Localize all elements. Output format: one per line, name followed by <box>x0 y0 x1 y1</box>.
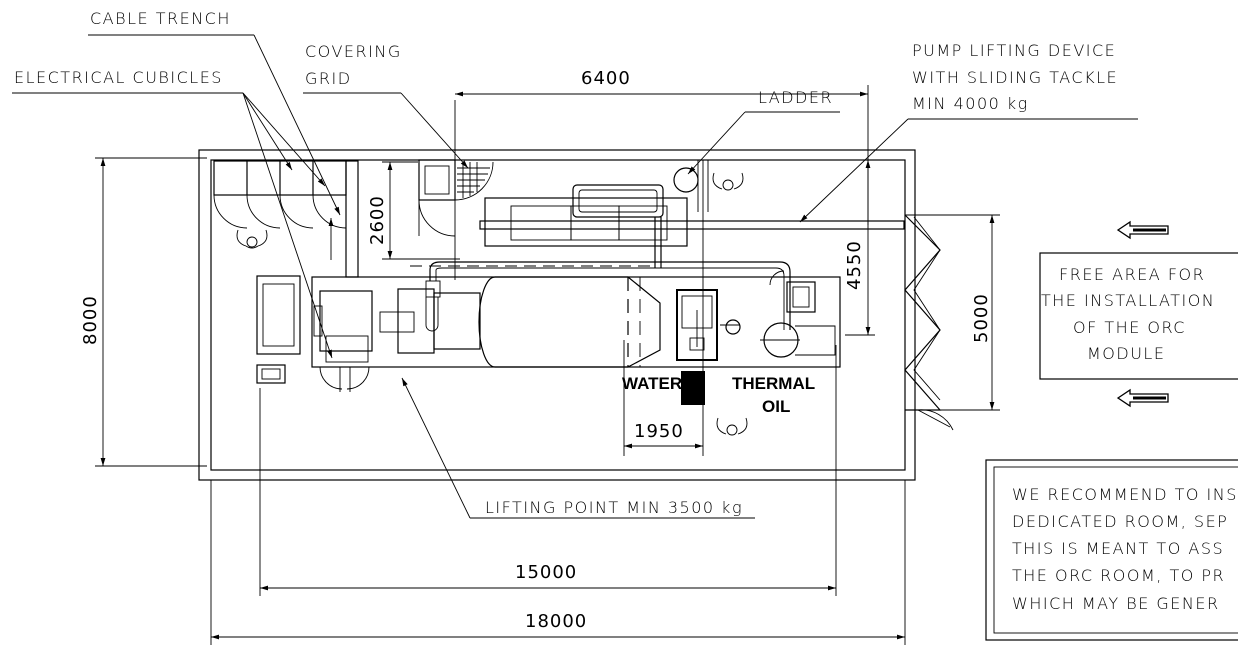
dimension-5000: 5000 <box>905 214 1000 411</box>
free-area-line3: OF THE ORC <box>1073 318 1186 337</box>
label-lifting-point: LIFTING POINT MIN 3500 kg <box>485 498 743 517</box>
label-ladder: LADDER <box>758 88 833 107</box>
label-pump-lifting-1: PUMP LIFTING DEVICE <box>912 41 1116 60</box>
note-line3: THIS IS MEANT TO ASS <box>1012 539 1224 558</box>
label-oil: OIL <box>762 397 790 416</box>
dimension-8000: 8000 <box>80 157 207 467</box>
dimension-2600: 2600 <box>367 161 460 260</box>
dimension-6400-label: 6400 <box>581 68 631 89</box>
removable-wall <box>904 214 954 431</box>
label-cable-trench: CABLE TRENCH <box>90 9 231 28</box>
label-pump-lifting-2: WITH SLIDING TACKLE <box>912 68 1118 87</box>
dimension-15000-label: 15000 <box>515 562 577 583</box>
control-panel <box>256 275 301 384</box>
leader-ladder <box>687 111 840 175</box>
leader-pump-lifting <box>799 118 1138 223</box>
leader-covering-grid <box>303 92 469 169</box>
note-line5: WHICH MAY BE GENER <box>1012 594 1220 613</box>
dimension-4550-label: 4550 <box>844 240 865 290</box>
leader-electrical-cubicles <box>12 92 333 359</box>
free-area-line2: THE INSTALLATION <box>1041 291 1215 310</box>
dimension-18000: 18000 <box>210 480 906 645</box>
label-grid: GRID <box>305 69 352 88</box>
note-line2: DEDICATED ROOM, SEP <box>1012 512 1228 531</box>
label-thermal: THERMAL <box>732 374 815 393</box>
dimension-6400: 6400 <box>454 68 869 280</box>
label-covering: COVERING <box>305 42 402 61</box>
free-area-box <box>1039 220 1238 408</box>
operator-symbols <box>236 172 748 436</box>
dimension-5000-label: 5000 <box>971 293 992 343</box>
covering-grid <box>418 159 494 237</box>
electrical-cubicles <box>213 160 347 229</box>
note-line1: WE RECOMMEND TO INS <box>1012 485 1238 504</box>
ladder <box>673 160 709 212</box>
note-line4: THE ORC ROOM, TO PR <box>1012 566 1225 585</box>
dimension-8000-label: 8000 <box>80 295 101 345</box>
dimension-18000-label: 18000 <box>525 611 587 632</box>
lifting-point-marker <box>401 377 755 519</box>
label-pump-lifting-3: MIN 4000 kg <box>912 94 1029 113</box>
dimension-4550: 4550 <box>844 159 875 336</box>
room-walls <box>198 149 916 481</box>
free-area-line1: FREE AREA FOR <box>1059 265 1205 284</box>
label-electrical-cubicles: ELECTRICAL CUBICLES <box>14 68 223 87</box>
leader-cable-trench <box>88 34 341 216</box>
dimension-2600-label: 2600 <box>367 195 388 245</box>
skid-door <box>319 335 370 392</box>
pump-skid <box>479 184 905 268</box>
orc-main-skid <box>311 160 841 456</box>
recommendation-note-box <box>985 459 1238 641</box>
label-water: WATER <box>622 374 682 393</box>
dimension-1950-label: 1950 <box>634 421 684 442</box>
free-area-line4: MODULE <box>1087 344 1165 363</box>
dimension-15000: 15000 <box>259 345 837 596</box>
dimension-1950: 1950 <box>623 340 703 456</box>
cable-trench <box>328 160 359 278</box>
